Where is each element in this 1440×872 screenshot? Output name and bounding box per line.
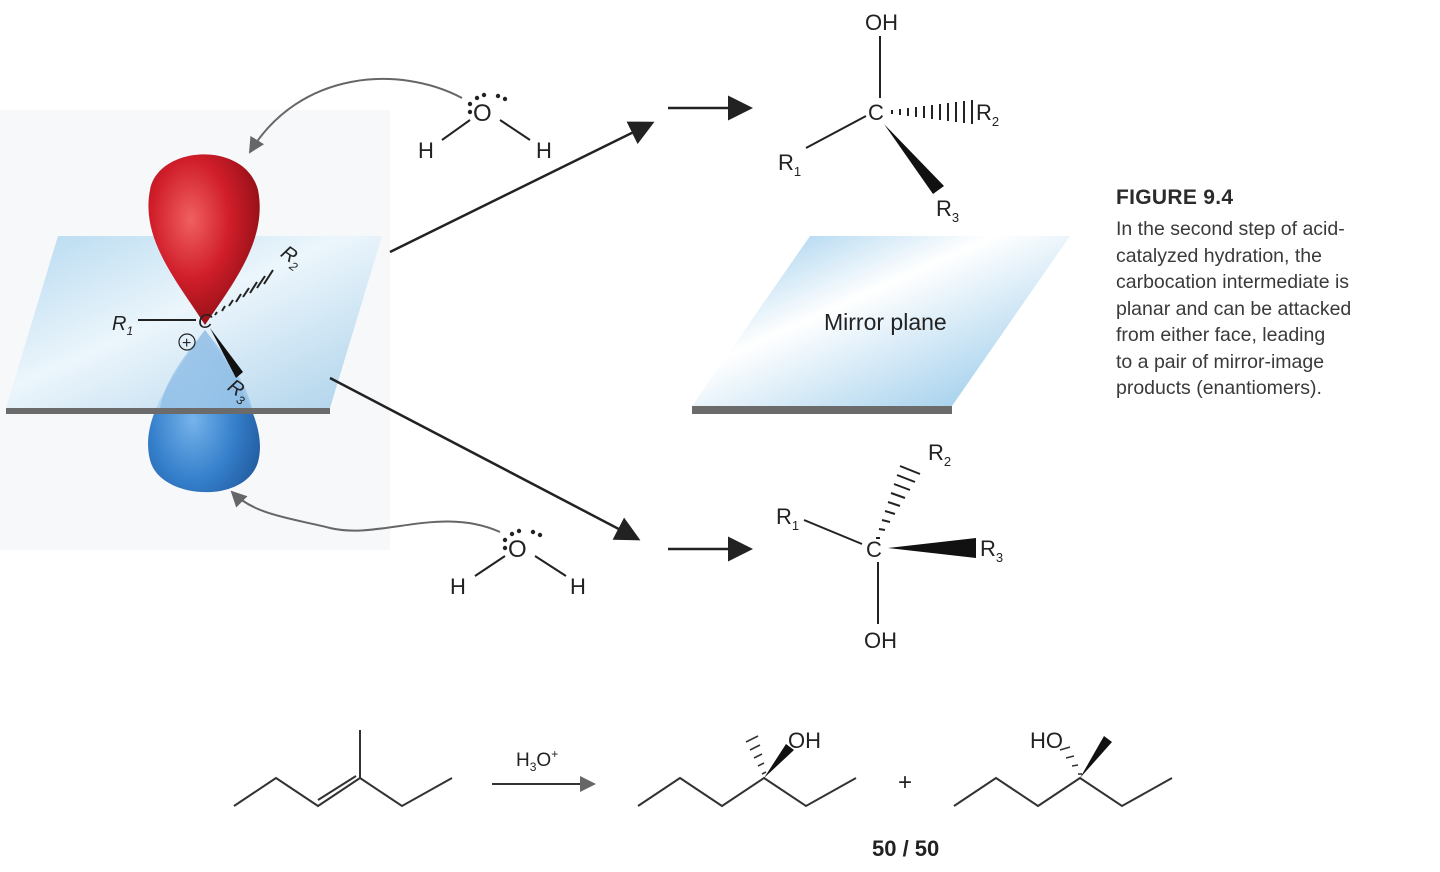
caption-line: In the second step of acid- (1116, 218, 1345, 240)
product-bottom-oh: OH (864, 628, 897, 653)
carbocation-charge: + (182, 335, 191, 352)
product1-skeleton (637, 776, 857, 808)
carbocation-r1: R1 (112, 313, 133, 338)
product1-hashed-methyl (745, 735, 767, 775)
product-bottom-wedge-bond (888, 538, 976, 558)
water-bottom-lone-pairs (502, 528, 543, 551)
carbocation-plane-edge (6, 408, 330, 414)
r2-hashed-bond (214, 269, 274, 316)
water-top-oxygen: O (473, 100, 492, 127)
caption-line: catalyzed hydration, the (1116, 244, 1322, 267)
caption-line: planar and can be attacked (1116, 297, 1352, 320)
figure-caption-body: In the second step of acid- catalyzed hy… (1116, 216, 1434, 402)
product-bottom-carbon: C (866, 537, 882, 562)
water-top-h-right: H (536, 138, 552, 163)
water-molecule-top: O H H (418, 92, 552, 163)
product-top-wedge-bond (884, 124, 944, 194)
arrow-to-bottom-product (329, 376, 641, 541)
product2-oh: HO (1030, 728, 1063, 753)
water-top-lone-pairs (467, 92, 508, 115)
reactant-skeleton (233, 776, 453, 808)
plus-sign: + (898, 769, 912, 796)
product-top-carbon: C (868, 100, 884, 125)
product-top-r1: R1 (778, 150, 801, 179)
reaction-scheme: H3O+ OH + HO 50 / 50 (233, 728, 1173, 861)
carbocation-carbon: C (198, 311, 213, 333)
water-bottom-h-right: H (570, 574, 586, 599)
attack-arrow-top (248, 77, 463, 154)
product2-hashed-oh (1059, 746, 1082, 775)
product-bottom-r1: R1 (776, 504, 799, 533)
water-bottom-h-left: H (450, 574, 466, 599)
carbocation-plane (6, 236, 382, 408)
water-molecule-bottom: O H H (450, 528, 586, 599)
product-bottom-r3: R3 (980, 536, 1003, 565)
product-top-hashed-bond (891, 100, 973, 124)
figure-caption: FIGURE 9.4 In the second step of acid- c… (1116, 186, 1434, 402)
caption-line: from either face, leading (1116, 324, 1326, 346)
product-top-r3: R3 (936, 196, 959, 225)
product1-wedge-oh (764, 744, 794, 778)
product-top-oh: OH (865, 10, 898, 35)
reagent-label: H3O+ (516, 747, 558, 774)
mirror-plane: Mirror plane (692, 236, 1070, 414)
caption-line: products (enantiomers). (1116, 377, 1322, 399)
product2-wedge-methyl (1080, 736, 1112, 778)
water-bottom-oxygen: O (508, 536, 527, 563)
water-top-h-left: H (418, 138, 434, 163)
attack-arrow-bottom (230, 490, 501, 533)
product2-skeleton (953, 776, 1173, 808)
product-top-r2: R2 (976, 100, 999, 129)
charge-circle (178, 333, 196, 351)
product-bottom-hashed-bond (876, 465, 921, 539)
product-top: OH C R2 R1 R3 (778, 10, 999, 225)
caption-line: to a pair of mirror-image (1116, 350, 1325, 373)
product-bottom: R2 R1 C R3 OH (776, 440, 1003, 653)
product1-oh: OH (788, 728, 821, 753)
caption-line: carbocation intermediate is (1116, 271, 1350, 293)
p-orbital-bottom-lobe-through-plane (160, 330, 252, 408)
r3-wedge-bond (210, 328, 243, 378)
figure-title: FIGURE 9.4 (1116, 186, 1234, 209)
mirror-plane-label: Mirror plane (824, 309, 947, 335)
arrow-to-top-product (389, 121, 655, 254)
ratio-label: 50 / 50 (872, 836, 939, 861)
product-bottom-r2: R2 (928, 440, 951, 469)
p-orbital-top-lobe (148, 154, 260, 325)
